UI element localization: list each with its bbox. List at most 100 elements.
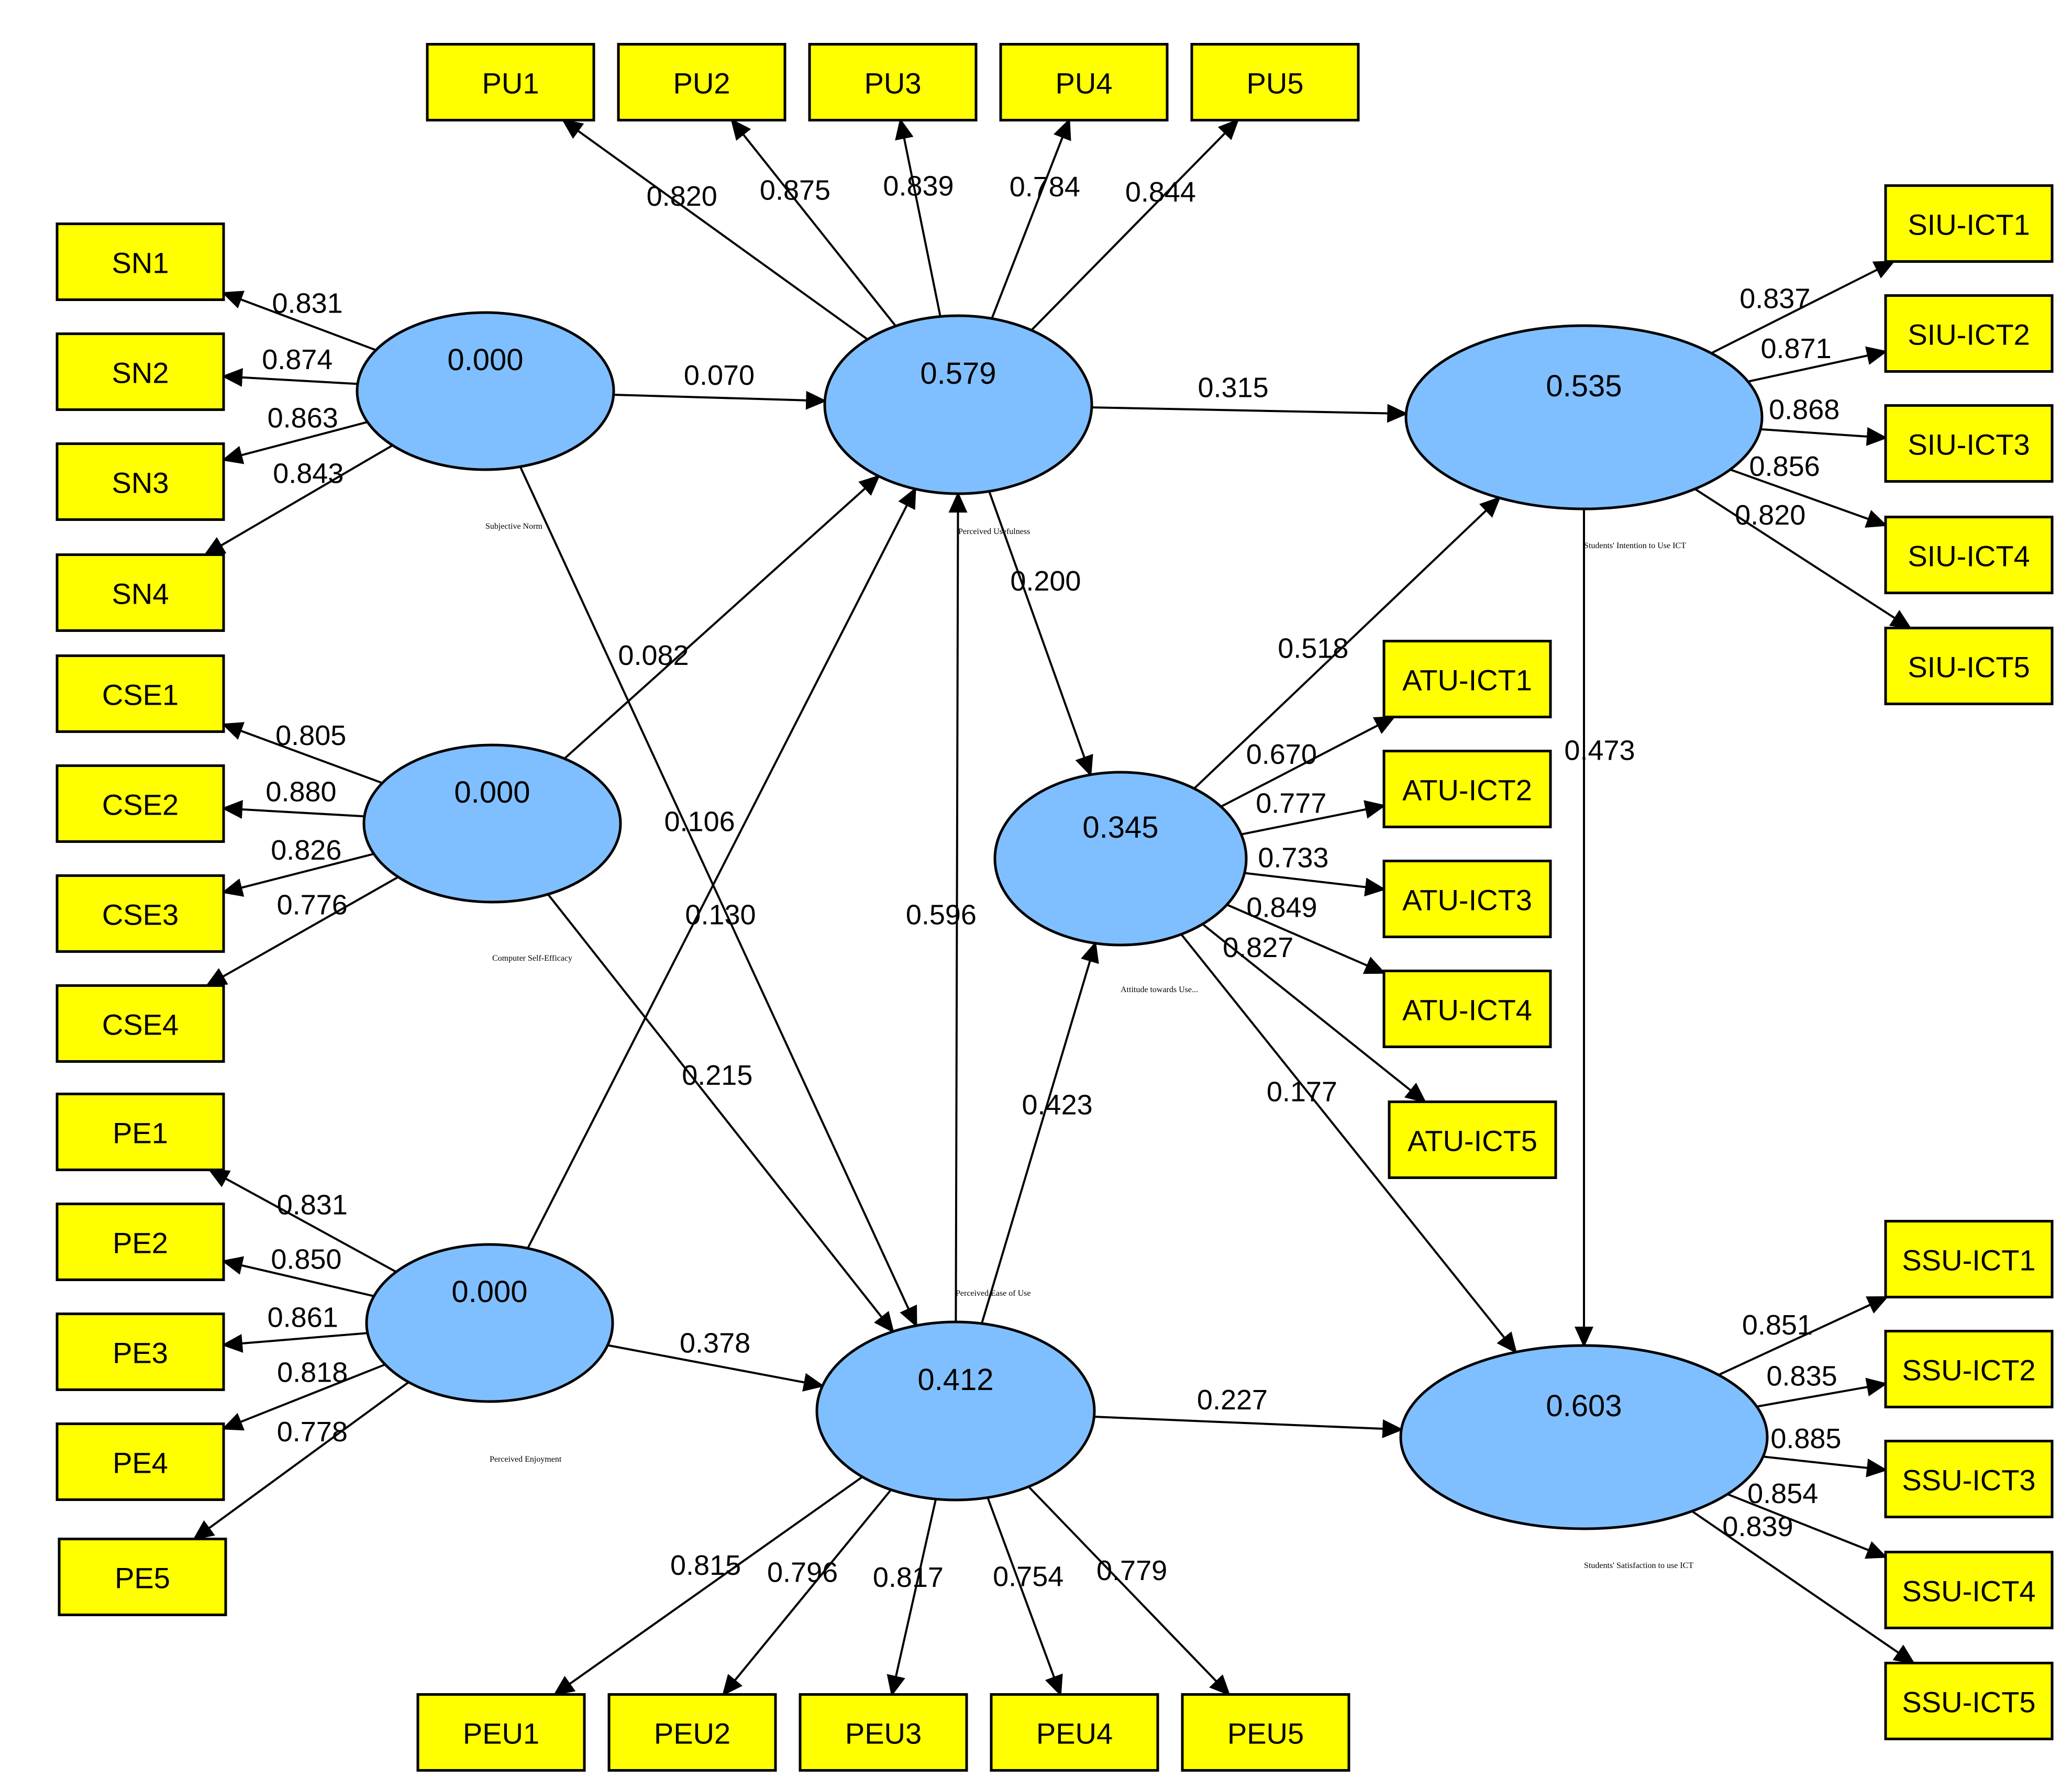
path-arrow-peu-atu xyxy=(980,941,1099,1324)
indicator-sn1[interactable]: SN1 xyxy=(56,223,225,301)
path-arrow-pu-siu xyxy=(1091,404,1409,423)
indicator-label: SSU-ICT3 xyxy=(1902,1464,2035,1497)
loading-value-atu1: 0.670 xyxy=(1246,739,1317,770)
path-arrow-sn-peu xyxy=(519,466,917,1328)
indicator-label: PU1 xyxy=(482,67,539,100)
loading-arrow-cse3 xyxy=(221,852,374,897)
indicator-label: CSE1 xyxy=(102,679,179,711)
indicator-siu5[interactable]: SIU-ICT5 xyxy=(1884,627,2054,705)
indicator-peu3[interactable]: PEU3 xyxy=(799,1693,968,1772)
loading-value-ssu1: 0.851 xyxy=(1742,1309,1813,1341)
indicator-pu2[interactable]: PU2 xyxy=(617,43,786,121)
r-squared-value: 0.000 xyxy=(454,775,530,809)
indicator-label: SIU-ICT3 xyxy=(1908,428,2030,461)
path-arrow-atu-siu xyxy=(1193,496,1501,790)
loading-value-atu3: 0.733 xyxy=(1258,842,1328,873)
indicator-sn3[interactable]: SN3 xyxy=(56,442,225,521)
indicator-ssu4[interactable]: SSU-ICT4 xyxy=(1884,1551,2054,1629)
loading-arrow-pe5 xyxy=(192,1381,409,1540)
indicator-atu5[interactable]: ATU-ICT5 xyxy=(1388,1100,1557,1179)
indicator-pe3[interactable]: PE3 xyxy=(56,1313,225,1391)
loading-value-pu1: 0.820 xyxy=(647,181,717,212)
loading-arrow-cse1 xyxy=(221,722,383,784)
latent-sn[interactable]: 0.000 xyxy=(356,311,615,471)
loading-value-cse3: 0.826 xyxy=(271,835,341,866)
latent-name: Perceived Enjoyment xyxy=(490,1455,562,1464)
loading-value-cse1: 0.805 xyxy=(275,720,346,751)
latent-cse[interactable]: 0.000 xyxy=(362,743,622,904)
loading-arrow-pe1 xyxy=(207,1169,397,1273)
indicator-pe5[interactable]: PE5 xyxy=(58,1538,227,1616)
indicator-cse1[interactable]: CSE1 xyxy=(56,654,225,733)
indicator-label: PEU3 xyxy=(845,1717,922,1750)
indicator-cse4[interactable]: CSE4 xyxy=(56,984,225,1063)
indicator-label: PE2 xyxy=(113,1227,168,1260)
indicator-siu1[interactable]: SIU-ICT1 xyxy=(1884,184,2054,263)
indicator-label: SIU-ICT5 xyxy=(1908,651,2030,684)
latent-siu[interactable]: 0.535 xyxy=(1404,324,1764,510)
loading-value-pu4: 0.784 xyxy=(1010,171,1080,203)
loading-arrow-pe3 xyxy=(221,1332,368,1353)
latent-ssu[interactable]: 0.603 xyxy=(1399,1344,1769,1530)
indicator-pu5[interactable]: PU5 xyxy=(1190,43,1360,121)
indicator-siu3[interactable]: SIU-ICT3 xyxy=(1884,404,2054,483)
latent-peu[interactable]: 0.412 xyxy=(815,1320,1096,1502)
indicator-cse2[interactable]: CSE2 xyxy=(56,764,225,843)
loading-arrow-ssu3 xyxy=(1763,1455,1888,1477)
indicator-pe1[interactable]: PE1 xyxy=(56,1093,225,1171)
path-coefficient-sn-pu: 0.070 xyxy=(684,360,755,391)
loading-value-atu2: 0.777 xyxy=(1256,788,1326,819)
r-squared-value: 0.535 xyxy=(1546,369,1622,403)
indicator-peu4[interactable]: PEU4 xyxy=(990,1693,1159,1772)
loading-value-pu5: 0.844 xyxy=(1125,176,1196,208)
path-coefficient-atu-ssu: 0.177 xyxy=(1267,1076,1337,1108)
indicator-atu3[interactable]: ATU-ICT3 xyxy=(1382,860,1552,938)
latent-pu[interactable]: 0.579 xyxy=(823,314,1093,495)
loading-arrow-ssu4 xyxy=(1727,1493,1888,1559)
path-coefficient-pu-siu: 0.315 xyxy=(1198,372,1269,404)
loading-value-ssu4: 0.854 xyxy=(1747,1478,1818,1509)
indicator-atu2[interactable]: ATU-ICT2 xyxy=(1382,750,1552,828)
loading-value-pe2: 0.850 xyxy=(271,1244,341,1275)
loading-arrow-atu2 xyxy=(1241,800,1386,836)
path-coefficient-siu-ssu: 0.473 xyxy=(1564,735,1635,766)
indicator-ssu5[interactable]: SSU-ICT5 xyxy=(1884,1662,2054,1740)
indicator-label: SSU-ICT5 xyxy=(1902,1686,2035,1719)
loading-arrow-peu4 xyxy=(987,1497,1063,1697)
indicator-label: SN1 xyxy=(112,247,169,280)
loading-value-pe5: 0.778 xyxy=(277,1416,348,1448)
path-coefficient-peu-pu: 0.596 xyxy=(906,899,977,931)
indicator-peu2[interactable]: PEU2 xyxy=(607,1693,777,1772)
indicator-pu1[interactable]: PU1 xyxy=(426,43,595,121)
loading-value-siu3: 0.868 xyxy=(1769,394,1840,426)
indicator-label: PU3 xyxy=(865,67,922,100)
indicator-ssu3[interactable]: SSU-ICT3 xyxy=(1884,1440,2054,1518)
latent-atu[interactable]: 0.345 xyxy=(993,771,1248,947)
loading-arrow-peu3 xyxy=(887,1498,937,1697)
indicator-peu1[interactable]: PEU1 xyxy=(416,1693,586,1772)
indicator-pu3[interactable]: PU3 xyxy=(808,43,978,121)
indicator-peu5[interactable]: PEU5 xyxy=(1181,1693,1350,1772)
indicator-ssu2[interactable]: SSU-ICT2 xyxy=(1884,1330,2054,1408)
indicator-label: PEU4 xyxy=(1036,1717,1113,1750)
loading-value-peu2: 0.796 xyxy=(767,1556,838,1588)
indicator-siu4[interactable]: SIU-ICT4 xyxy=(1884,516,2054,594)
r-squared-value: 0.412 xyxy=(917,1363,993,1397)
path-coefficient-cse-peu: 0.215 xyxy=(682,1060,752,1091)
latent-pe[interactable]: 0.000 xyxy=(365,1243,614,1403)
indicator-cse3[interactable]: CSE3 xyxy=(56,874,225,953)
indicator-atu4[interactable]: ATU-ICT4 xyxy=(1382,970,1552,1048)
indicator-label: PU2 xyxy=(673,67,730,100)
loading-arrow-atu1 xyxy=(1220,716,1396,808)
indicator-atu1[interactable]: ATU-ICT1 xyxy=(1382,640,1552,718)
indicator-sn4[interactable]: SN4 xyxy=(56,553,225,632)
indicator-ssu1[interactable]: SSU-ICT1 xyxy=(1884,1220,2054,1298)
indicator-sn2[interactable]: SN2 xyxy=(56,332,225,411)
indicator-pe4[interactable]: PE4 xyxy=(56,1422,225,1501)
indicator-pu4[interactable]: PU4 xyxy=(999,43,1169,121)
path-coefficient-peu-ssu: 0.227 xyxy=(1197,1384,1268,1416)
indicator-pe2[interactable]: PE2 xyxy=(56,1203,225,1281)
indicator-siu2[interactable]: SIU-ICT2 xyxy=(1884,294,2054,373)
